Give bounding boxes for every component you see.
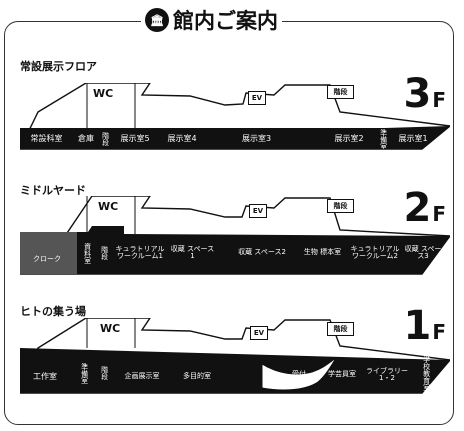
elevator-label: EV bbox=[248, 91, 266, 105]
room-label: 常設科室 bbox=[30, 133, 63, 143]
room-label: 展示室3 bbox=[241, 133, 272, 143]
wc-label: WC bbox=[100, 322, 121, 335]
room-label: 準備室 bbox=[379, 129, 388, 149]
room-label: 収蔵 スペース2 bbox=[238, 248, 286, 257]
room-label: 工作室 bbox=[33, 371, 57, 381]
room-label: 展示室1 bbox=[398, 133, 428, 143]
room-label: キュラトリアル ワークルーム2 bbox=[350, 244, 400, 260]
room-label: 受付 bbox=[292, 370, 306, 379]
elevator-label: EV bbox=[249, 204, 267, 218]
room-label: 生物 標本室 bbox=[303, 248, 342, 257]
floor-2-plan: WC EV 階段 クローク 資料室 階段 キュラトリアル ワークルーム1 収蔵 … bbox=[19, 195, 452, 290]
room-label: 資料室 bbox=[83, 242, 92, 264]
room-label: 学校教育室 bbox=[422, 355, 431, 391]
room-label: 学芸員室 bbox=[328, 370, 356, 379]
room-label: 階段 bbox=[100, 246, 109, 260]
floor-1-name: ヒトの集う場 bbox=[20, 305, 86, 318]
floor-3-number: 3F bbox=[403, 71, 446, 117]
title-text: 館内ご案内 bbox=[173, 9, 278, 33]
room-label: 展示室2 bbox=[334, 133, 364, 143]
wc-label: WC bbox=[98, 200, 119, 213]
wc-label: WC bbox=[93, 87, 114, 100]
room-label: キュラトリアル ワークルーム1 bbox=[115, 244, 165, 260]
floor-2-number: 2F bbox=[403, 185, 446, 231]
room-label: 倉庫 bbox=[78, 133, 94, 143]
room-label: 準備室 bbox=[80, 362, 89, 384]
elevator-label: EV bbox=[250, 326, 268, 340]
room-label: 多目的室 bbox=[183, 372, 211, 381]
page-title: 🏛 館内ご案内 bbox=[141, 4, 282, 36]
room-label: 展示室5 bbox=[120, 133, 150, 143]
room-label: クローク bbox=[33, 255, 61, 264]
floor-3-name: 常設展示フロア bbox=[20, 60, 97, 73]
stairs-label: 階段 bbox=[327, 85, 354, 99]
room-label: 収蔵 スペース3 bbox=[404, 244, 442, 260]
floor-3-outline bbox=[18, 82, 452, 150]
room-label: 階段 bbox=[101, 132, 110, 146]
room-label: 企画展示室 bbox=[124, 372, 160, 381]
room-label: ライブラリー 1・2 bbox=[366, 366, 408, 382]
floor-1-outline bbox=[18, 317, 452, 394]
floor-3-plan: WC EV 階段 常設科室 倉庫 階段 展示室5 展示室4 展示室3 展示室2 … bbox=[18, 82, 452, 167]
floor-1-plan: WC EV 階段 工作室 準備室 階段 企画展示室 多目的室 受付 学芸員室 ラ… bbox=[18, 317, 452, 408]
museum-emblem-icon: 🏛 bbox=[145, 8, 169, 32]
room-label: 収蔵 スペース1 bbox=[170, 244, 215, 260]
floor-2-name: ミドルヤード bbox=[20, 184, 86, 197]
stairs-label: 階段 bbox=[327, 199, 354, 213]
floor-2-outline bbox=[19, 195, 452, 275]
floor-1-number: 1F bbox=[403, 303, 446, 349]
stairs-label: 階段 bbox=[327, 322, 354, 336]
room-label: 階段 bbox=[100, 366, 109, 380]
room-label: 展示室4 bbox=[167, 133, 197, 143]
